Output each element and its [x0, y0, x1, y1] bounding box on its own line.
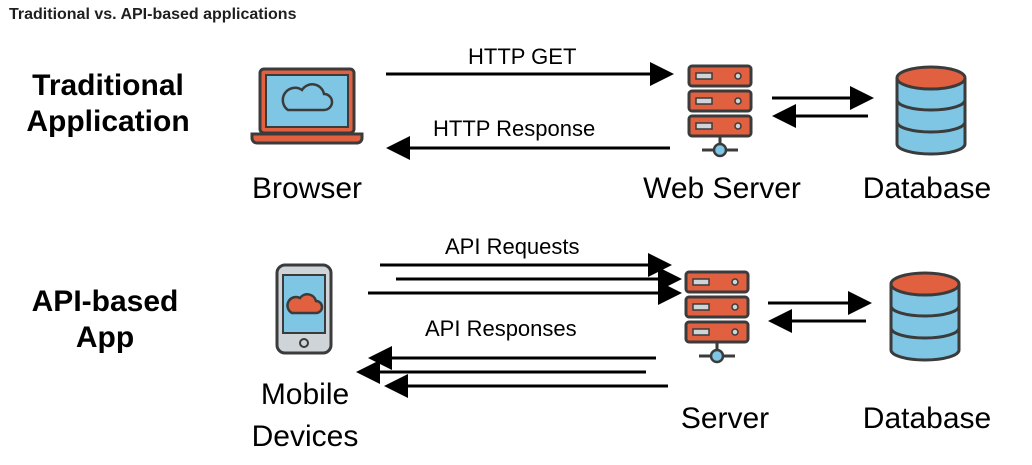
server-label: Server — [680, 402, 770, 435]
traditional-row-title: Traditional Application — [8, 68, 208, 140]
traditional-title-line1: Traditional — [32, 69, 184, 102]
browser-label: Browser — [251, 172, 363, 205]
api-title-line1: API-based — [31, 285, 179, 318]
api-requests-label: API Requests — [445, 234, 580, 259]
web-server-label: Web Server — [643, 172, 801, 205]
mobile-devices-label: Mobile Devices — [240, 374, 370, 458]
database-label-api: Database — [862, 402, 992, 435]
mobile-devices-line2: Devices — [251, 420, 359, 453]
laptop-icon — [250, 67, 364, 145]
api-title-line2: App — [75, 321, 135, 354]
mobile-devices-line1: Mobile — [260, 378, 350, 411]
server-icon — [684, 270, 750, 364]
database-icon — [895, 65, 967, 156]
api-row-title: API-based App — [5, 284, 205, 356]
smartphone-icon — [275, 263, 333, 355]
http-get-label: HTTP GET — [468, 44, 577, 69]
traditional-title-line2: Application — [26, 105, 190, 138]
database-icon — [889, 271, 961, 362]
web-server-icon — [687, 64, 753, 158]
diagram-title: Traditional vs. API-based applications — [9, 6, 297, 23]
database-label-traditional: Database — [862, 172, 992, 205]
api-responses-label: API Responses — [425, 316, 577, 341]
http-response-label: HTTP Response — [433, 116, 596, 141]
